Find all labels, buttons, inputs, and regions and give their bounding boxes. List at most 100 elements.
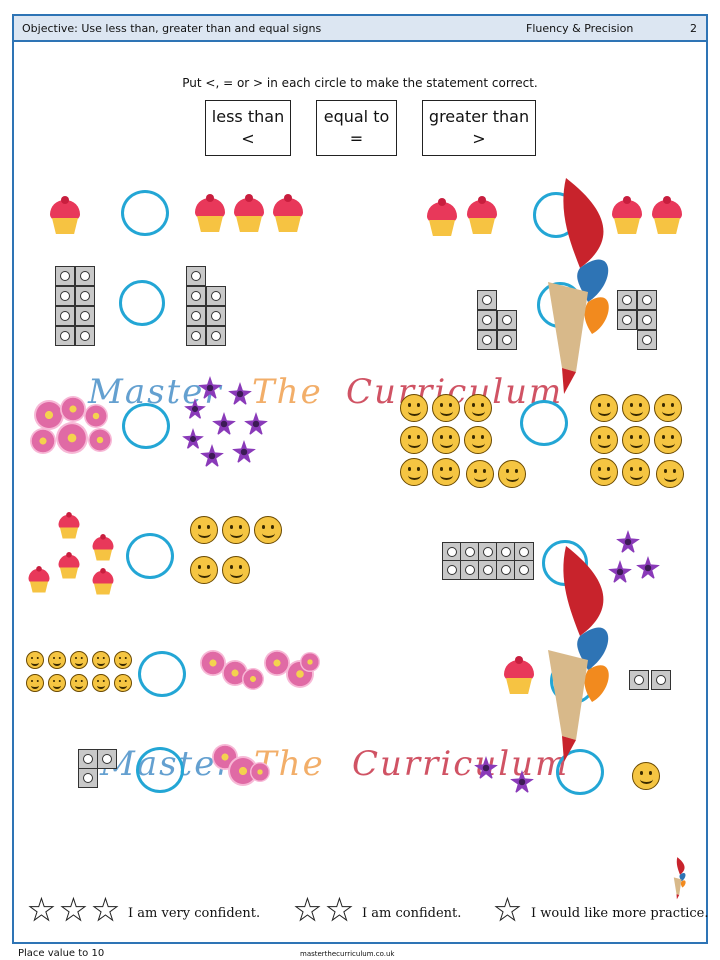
answer-circle[interactable] — [119, 280, 165, 326]
flower-icon — [34, 400, 64, 430]
cube-icon — [186, 326, 206, 346]
smiley-icon — [656, 460, 684, 488]
cupcake-icon — [48, 196, 82, 236]
cupcake-icon — [650, 196, 684, 236]
cube-icon — [442, 542, 462, 562]
flower-icon — [264, 650, 290, 676]
smiley-icon — [432, 394, 460, 422]
smiley-icon — [254, 516, 282, 544]
cube-icon — [637, 330, 657, 350]
smiley-icon — [400, 458, 428, 486]
sign-box-greater: greater than > — [422, 100, 536, 156]
cube-icon — [75, 286, 95, 306]
smiley-icon — [48, 674, 66, 692]
smiley-icon — [590, 394, 618, 422]
flower-icon — [56, 422, 88, 454]
smiley-icon — [590, 426, 618, 454]
star-icon[interactable]: ★ — [494, 893, 522, 928]
smiley-icon — [26, 674, 44, 692]
smiley-icon — [654, 394, 682, 422]
cube-icon — [75, 306, 95, 326]
objective-text: Objective: Use less than, greater than a… — [22, 22, 322, 35]
watermark-word: The — [252, 372, 323, 412]
flower-icon — [88, 428, 112, 452]
cupcake-icon — [57, 552, 81, 580]
cupcake-icon — [193, 194, 227, 234]
flower-icon — [84, 404, 108, 428]
cube-icon — [55, 326, 75, 346]
watermark-word: Curriculum — [352, 744, 570, 784]
answer-circle[interactable] — [138, 651, 186, 697]
answer-circle[interactable] — [122, 403, 170, 449]
cupcake-icon — [465, 196, 499, 236]
cube-icon — [55, 266, 75, 286]
sign-symbol: < — [241, 129, 255, 148]
answer-circle[interactable] — [121, 190, 169, 236]
answer-circle[interactable] — [520, 400, 568, 446]
flower-icon — [250, 762, 270, 782]
cube-icon — [651, 670, 671, 690]
smiley-icon — [464, 394, 492, 422]
smiley-icon — [590, 458, 618, 486]
pencil-logo-icon — [548, 178, 609, 394]
star-icon[interactable]: ★ — [294, 893, 322, 928]
cube-icon — [206, 306, 226, 326]
sign-word: greater than — [428, 107, 530, 126]
confidence-very-text: I am very confident. — [128, 906, 261, 921]
smiley-icon — [222, 556, 250, 584]
smiley-icon — [70, 651, 88, 669]
smiley-icon — [632, 762, 660, 790]
cupcake-icon — [91, 568, 115, 596]
answer-circle[interactable] — [136, 747, 184, 793]
cube-icon — [206, 326, 226, 346]
flower-icon — [30, 428, 56, 454]
cupcake-icon — [271, 194, 305, 234]
cube-icon — [186, 286, 206, 306]
smiley-icon — [622, 426, 650, 454]
instruction-text: Put <, = or > in each circle to make the… — [182, 76, 538, 90]
cube-icon — [477, 330, 497, 350]
confidence-text: I am confident. — [362, 906, 462, 921]
cube-icon — [78, 768, 98, 788]
cube-icon — [477, 290, 497, 310]
smiley-icon — [190, 556, 218, 584]
cube-icon — [78, 749, 98, 769]
cupcake-icon — [610, 196, 644, 236]
cube-icon — [637, 290, 657, 310]
cube-icon — [617, 310, 637, 330]
sign-word: equal to — [323, 107, 390, 126]
cube-icon — [75, 266, 95, 286]
cube-icon — [514, 560, 534, 580]
star-icon[interactable]: ★ — [60, 893, 88, 928]
cube-icon — [629, 670, 649, 690]
cupcake-icon — [232, 194, 266, 234]
pencil-logo-icon — [673, 857, 686, 900]
star-icon[interactable]: ★ — [92, 893, 120, 928]
smiley-icon — [400, 426, 428, 454]
answer-circle[interactable] — [126, 533, 174, 579]
smiley-icon — [92, 674, 110, 692]
cube-icon — [496, 542, 516, 562]
page-frame: Objective: Use less than, greater than a… — [12, 14, 708, 944]
sign-word: less than — [211, 107, 285, 126]
answer-circle[interactable] — [556, 749, 604, 795]
star-icon[interactable]: ★ — [28, 893, 56, 928]
cube-icon — [55, 286, 75, 306]
cube-icon — [55, 306, 75, 326]
smiley-icon — [654, 426, 682, 454]
smiley-icon — [70, 674, 88, 692]
smiley-icon — [432, 458, 460, 486]
cupcake-icon — [91, 534, 115, 562]
smiley-icon — [498, 460, 526, 488]
smiley-icon — [400, 394, 428, 422]
star-icon[interactable]: ★ — [326, 893, 354, 928]
smiley-icon — [48, 651, 66, 669]
cube-icon — [442, 560, 462, 580]
cube-icon — [617, 290, 637, 310]
cube-icon — [477, 310, 497, 330]
smiley-icon — [114, 651, 132, 669]
smiley-icon — [92, 651, 110, 669]
cube-icon — [637, 310, 657, 330]
flower-icon — [242, 668, 264, 690]
header-bar: Objective: Use less than, greater than a… — [14, 16, 706, 42]
